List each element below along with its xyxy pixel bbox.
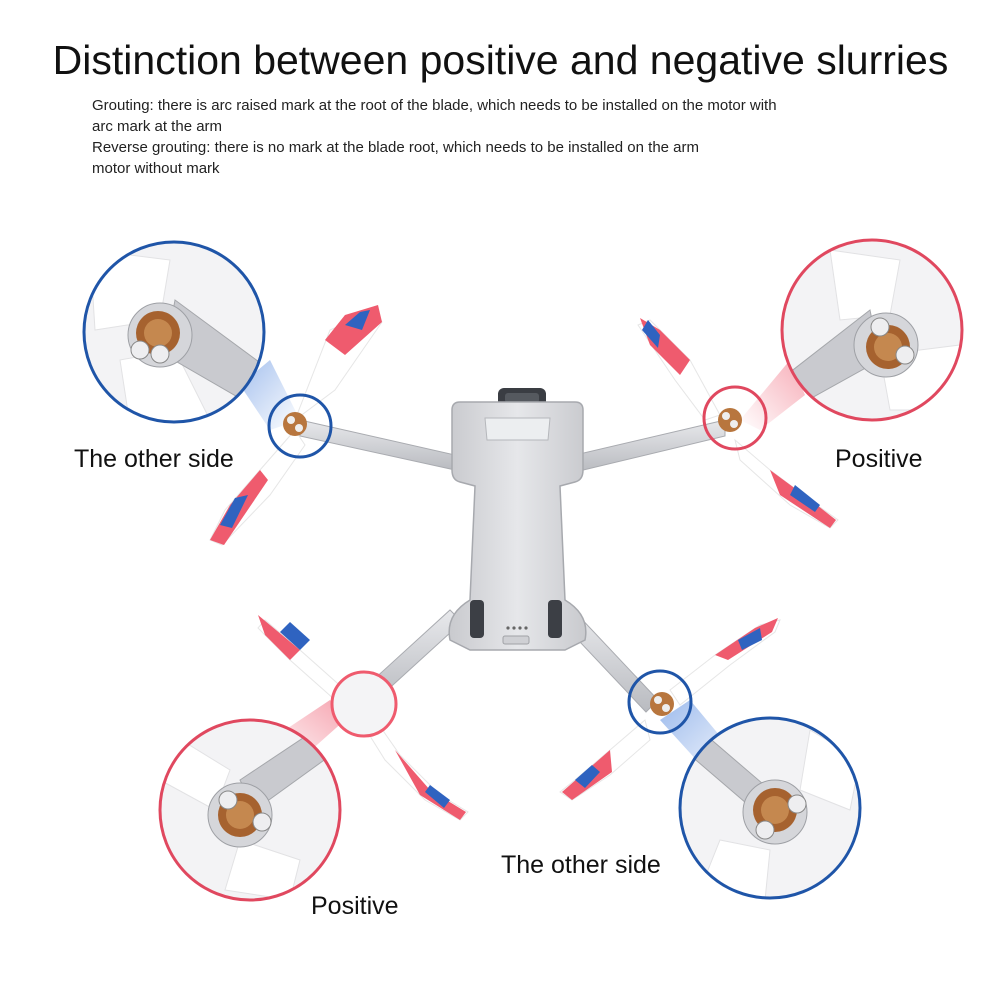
label-bottom-right: The other side [501, 851, 661, 879]
zoom-circle-top-left [82, 240, 266, 424]
description-line-3: Reverse grouting: there is no mark at th… [92, 139, 700, 156]
zoom-beam-top-right [740, 360, 805, 430]
propeller-bottom-right [559, 618, 781, 801]
propeller-bottom-left [257, 615, 469, 821]
zoom-circle-bottom-right [678, 716, 862, 900]
propeller-top-left [209, 305, 383, 546]
propeller-top-right [637, 318, 839, 529]
drone-body [448, 388, 587, 651]
motor-bottom-right [627, 669, 693, 735]
zoom-circle-top-right [780, 238, 964, 422]
label-top-left: The other side [74, 445, 234, 473]
motor-top-right [702, 385, 768, 451]
description-line-2: arc mark at the arm [92, 118, 223, 135]
description-line-1: Grouting: there is arc raised mark at th… [92, 97, 777, 114]
description-line-4: motor without mark [92, 160, 220, 177]
page-title: Distinction between positive and negativ… [52, 37, 949, 83]
description: Grouting: there is arc raised mark at th… [92, 95, 932, 179]
zoom-beam-top-left [240, 360, 300, 430]
zoom-circle-bottom-left [158, 718, 342, 902]
label-top-right: Positive [835, 445, 923, 473]
motor-no-mark-circle [330, 670, 398, 738]
label-bottom-left: Positive [311, 892, 399, 920]
motor-top-left [267, 393, 333, 459]
